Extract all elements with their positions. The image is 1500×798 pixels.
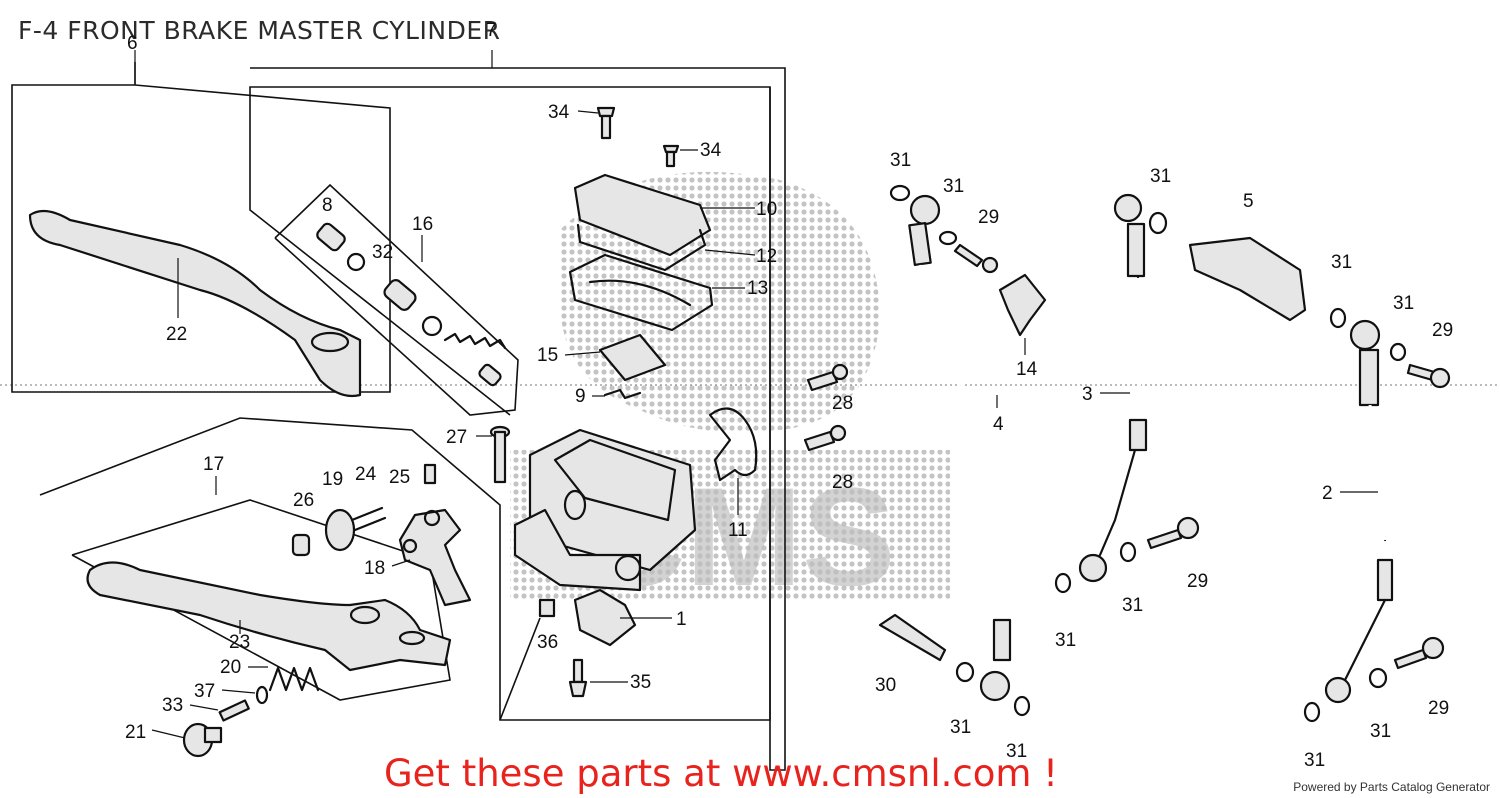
- callout-32: 32: [372, 242, 393, 263]
- callout-3: 3: [1082, 384, 1093, 405]
- brake-lever-23: [86, 561, 452, 672]
- callout-31: 31: [950, 717, 971, 738]
- callout-labels: 6 7 34 34 31 31 31 29 5 10 12 13 8 16 32…: [125, 20, 1453, 771]
- callout-4: 4: [993, 414, 1004, 435]
- page-title: F-4 FRONT BRAKE MASTER CYLINDER: [18, 16, 501, 45]
- pivot-bolt-27: [489, 425, 511, 484]
- cta-link[interactable]: Get these parts at www.cmsnl.com !: [384, 752, 1059, 795]
- callout-35: 35: [630, 672, 651, 693]
- reservoir-cap-stack: [568, 173, 714, 400]
- callout-8: 8: [322, 195, 333, 216]
- master-cylinder-body: [513, 428, 697, 647]
- callout-26: 26: [293, 490, 314, 511]
- callout-10: 10: [756, 199, 777, 220]
- callout-31: 31: [1304, 750, 1325, 771]
- callout-18: 18: [364, 558, 385, 579]
- brake-hose-3: [1078, 193, 1148, 583]
- callout-31: 31: [943, 176, 964, 197]
- brake-hose-2: [1324, 319, 1394, 704]
- adjuster-assembly: [291, 463, 437, 557]
- callout-30: 30: [875, 675, 896, 696]
- callout-20: 20: [220, 657, 241, 678]
- powered-by-text: Powered by Parts Catalog Generator: [1293, 780, 1490, 794]
- callout-24: 24: [355, 464, 377, 485]
- brake-lever-22: [28, 209, 362, 398]
- bolts-28: [803, 363, 849, 452]
- callout-28: 28: [832, 472, 853, 493]
- callout-19: 19: [322, 469, 343, 490]
- callout-25: 25: [389, 467, 410, 488]
- callout-11: 11: [728, 520, 748, 541]
- callout-31: 31: [1006, 741, 1027, 762]
- frame-16: [274, 183, 519, 416]
- callout-34: 34: [548, 102, 570, 123]
- frame-17: [39, 87, 771, 721]
- callout-13: 13: [747, 278, 768, 299]
- callout-34: 34: [700, 140, 722, 161]
- callout-17: 17: [203, 454, 224, 475]
- spring-20: [268, 666, 320, 692]
- callout-27: 27: [446, 427, 467, 448]
- callout-29: 29: [1187, 571, 1208, 592]
- banjo-fitting-14: [998, 273, 1047, 337]
- callout-31: 31: [1370, 721, 1391, 742]
- callout-29: 29: [1432, 320, 1453, 341]
- frame-23: [71, 499, 451, 701]
- callout-6: 6: [127, 33, 138, 54]
- callout-21: 21: [125, 722, 146, 743]
- screws-34: [596, 106, 680, 168]
- callout-1: 1: [676, 609, 687, 630]
- switch-11: [708, 407, 758, 482]
- callout-36: 36: [537, 632, 558, 653]
- callout-2: 2: [1322, 483, 1333, 504]
- bracket-18: [398, 508, 472, 607]
- callout-9: 9: [575, 386, 586, 407]
- washer-37: [255, 685, 269, 705]
- piston-assembly: [316, 222, 507, 387]
- callout-31: 31: [1393, 293, 1414, 314]
- callout-7: 7: [486, 20, 497, 41]
- brake-hose-4: [908, 194, 1012, 702]
- callout-29: 29: [978, 207, 999, 228]
- callout-15: 15: [537, 345, 558, 366]
- callout-33: 33: [162, 695, 183, 716]
- callout-31: 31: [890, 150, 911, 171]
- frame-1: [499, 617, 541, 721]
- callout-31: 31: [1150, 166, 1171, 187]
- callout-31: 31: [1331, 252, 1352, 273]
- banjo-bolts-29: [953, 243, 1451, 670]
- screw-35: [568, 658, 588, 698]
- callout-23: 23: [229, 632, 250, 653]
- callout-22: 22: [166, 324, 187, 345]
- callout-12: 12: [756, 246, 777, 267]
- callout-37: 37: [194, 681, 215, 702]
- callout-31: 31: [1055, 630, 1076, 651]
- callout-29: 29: [1428, 698, 1449, 719]
- callout-28: 28: [832, 393, 853, 414]
- callout-14: 14: [1016, 359, 1038, 380]
- three-way-joint-5: [1188, 236, 1307, 322]
- callout-31: 31: [1122, 595, 1143, 616]
- knob-21: [182, 722, 223, 758]
- callout-5: 5: [1243, 191, 1254, 212]
- leader-lines: [134, 50, 1378, 739]
- washers-31: [889, 184, 1407, 723]
- callout-16: 16: [412, 214, 433, 235]
- pin-33: [218, 699, 250, 722]
- union-bolt-30: [878, 613, 947, 662]
